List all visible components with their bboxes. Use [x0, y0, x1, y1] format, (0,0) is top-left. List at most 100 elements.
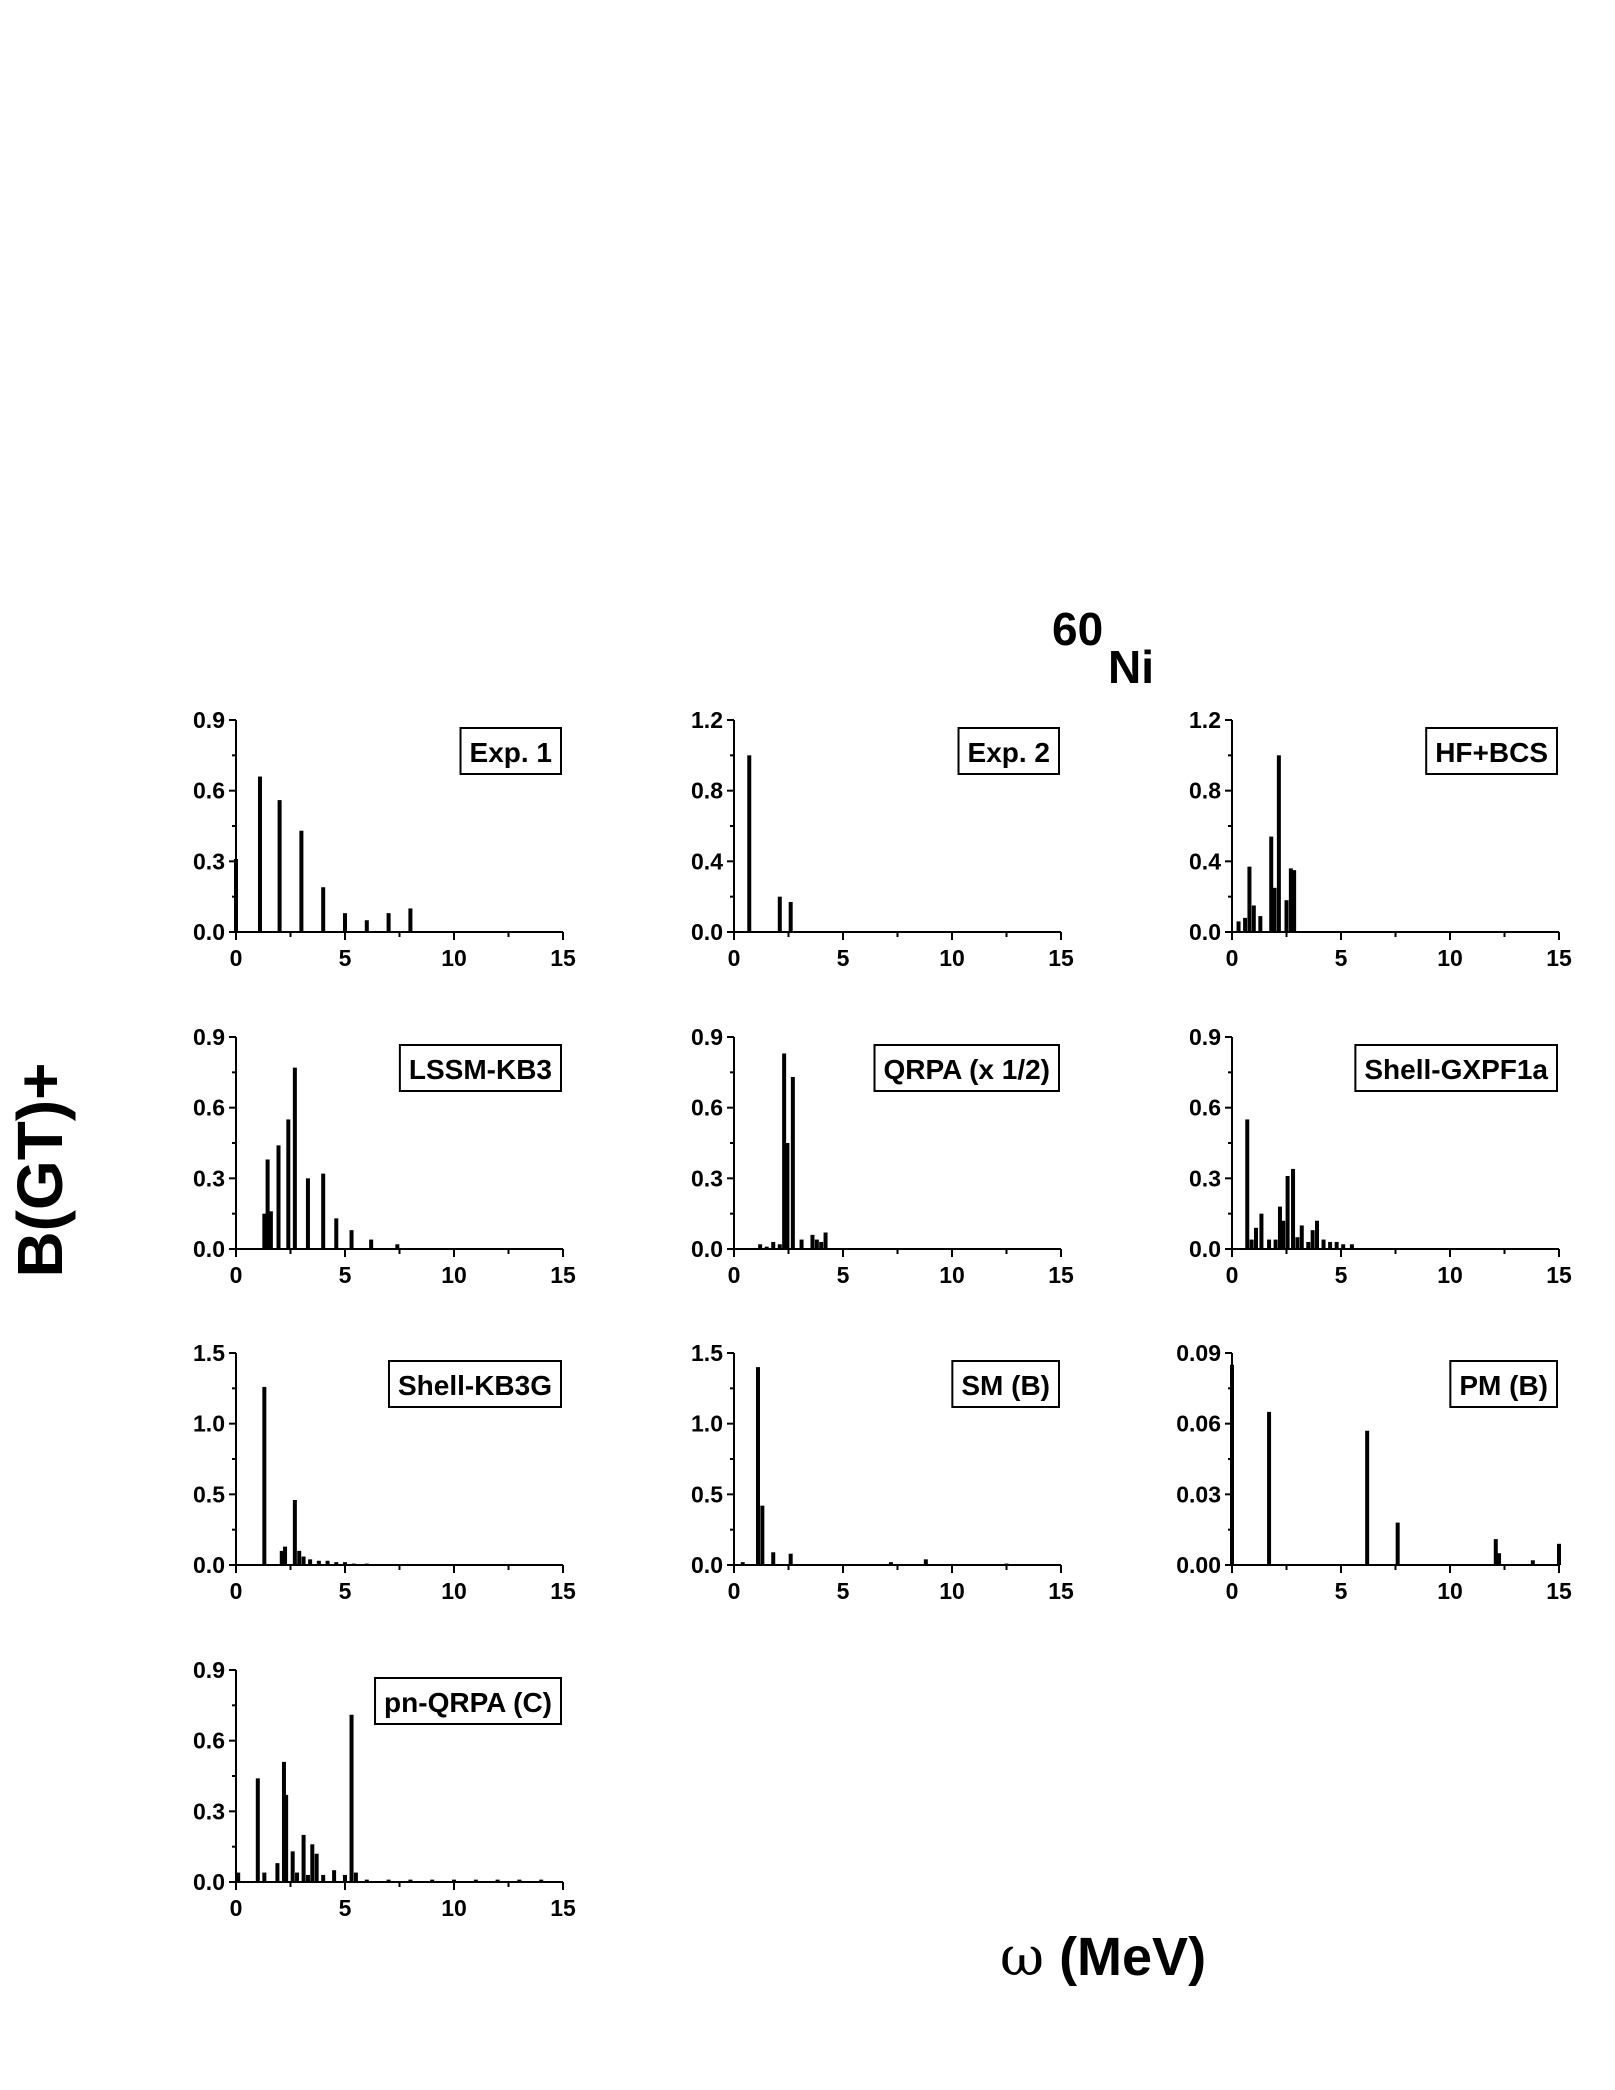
bar [305, 1874, 310, 1882]
x-tick-label: 10 [1437, 1262, 1463, 1288]
bar [1269, 836, 1274, 932]
bar [268, 1211, 273, 1249]
y-tick-label: 1.5 [193, 1340, 225, 1366]
bar [1341, 1244, 1346, 1249]
bar [1281, 1220, 1286, 1249]
x-tick-label: 5 [837, 945, 850, 971]
bar [1291, 1168, 1296, 1249]
panel-title-box [387, 1360, 562, 1408]
bar [1249, 1239, 1254, 1249]
panel-title: LSSM-KB3 [409, 1054, 552, 1085]
bar [1285, 1175, 1290, 1249]
x-tick-label: 10 [441, 1578, 467, 1604]
bar [1493, 1539, 1498, 1565]
bar [1321, 1239, 1326, 1249]
y-tick-label: 0.9 [193, 1024, 225, 1050]
bar [740, 1562, 745, 1565]
bar [1349, 1244, 1354, 1249]
x-tick-label: 5 [339, 1578, 352, 1604]
bar [517, 1879, 522, 1882]
x-tick-label: 10 [441, 945, 467, 971]
bar [265, 1159, 270, 1249]
y-tick-label: 0.0 [1189, 1236, 1221, 1262]
y-tick-label: 0.9 [193, 1657, 225, 1683]
bar [1288, 868, 1293, 932]
panel-title-box [1425, 727, 1558, 775]
bar [1292, 870, 1297, 932]
y-tick-label: 1.0 [691, 1411, 723, 1437]
bar [1259, 1213, 1264, 1249]
x-axis-symbol: ω [1000, 1925, 1045, 1988]
y-tick-label: 0.3 [1189, 1165, 1221, 1191]
x-tick-label: 0 [728, 1262, 741, 1288]
bar [283, 1546, 288, 1565]
bar [262, 1213, 267, 1249]
bar [299, 830, 304, 932]
bar [343, 913, 347, 932]
panel-title-box [957, 727, 1060, 775]
x-tick-label: 5 [1335, 1578, 1348, 1604]
x-tick-label: 5 [837, 1262, 850, 1288]
x-axis-unit: (MeV) [1059, 1927, 1207, 1987]
bar [286, 1119, 291, 1249]
bar [1310, 1230, 1315, 1249]
bar [1395, 1522, 1400, 1565]
y-tick-label: 0.6 [193, 778, 225, 804]
x-tick-label: 5 [339, 1262, 352, 1288]
y-tick-label: 0.0 [193, 919, 225, 945]
bar [1334, 1241, 1339, 1249]
x-tick-label: 15 [1048, 945, 1074, 971]
bar [364, 1563, 369, 1565]
bar [819, 1241, 824, 1249]
y-tick-label: 0.5 [691, 1481, 723, 1507]
bar [369, 1239, 374, 1249]
panel-title: PM (B) [1459, 1370, 1548, 1401]
bar [452, 1879, 456, 1882]
mass-number: 60 [1052, 603, 1104, 655]
x-tick-label: 0 [1226, 1262, 1239, 1288]
y-tick-label: 0.8 [1189, 778, 1221, 804]
bar [301, 1834, 306, 1882]
bar [782, 1053, 787, 1249]
bar [276, 1145, 281, 1249]
bar [1277, 1206, 1282, 1249]
bar [810, 1234, 815, 1249]
bar [349, 1714, 354, 1882]
bar [1306, 1241, 1311, 1249]
x-tick-label: 5 [837, 1578, 850, 1604]
x-tick-label: 15 [550, 1262, 576, 1288]
bar [257, 776, 262, 932]
bar [262, 1386, 267, 1565]
y-tick-label: 0.0 [691, 1236, 723, 1262]
x-tick-label: 5 [339, 1895, 352, 1921]
bar [785, 1143, 790, 1249]
bar [292, 1067, 297, 1249]
y-tick-label: 0.9 [691, 1024, 723, 1050]
panel-title: SM (B) [961, 1370, 1050, 1401]
bar [1497, 1553, 1502, 1565]
y-tick-label: 0.9 [1189, 1024, 1221, 1050]
bar [234, 858, 238, 932]
y-tick-label: 0.5 [193, 1481, 225, 1507]
bar [364, 1879, 369, 1882]
bar [1365, 1430, 1370, 1565]
bar [1557, 1543, 1561, 1565]
bar [1295, 1237, 1300, 1249]
bar [788, 1553, 793, 1565]
x-tick-label: 5 [339, 945, 352, 971]
x-tick-label: 10 [939, 1262, 965, 1288]
bar [408, 1879, 413, 1882]
bar [297, 1550, 302, 1565]
y-tick-label: 0.6 [1189, 1095, 1221, 1121]
panel-title: Exp. 2 [968, 737, 1050, 768]
y-tick-label: 0.6 [193, 1728, 225, 1754]
panel-title: QRPA (x 1/2) [884, 1054, 1050, 1085]
x-tick-label: 0 [230, 945, 243, 971]
bar [1328, 1241, 1333, 1249]
